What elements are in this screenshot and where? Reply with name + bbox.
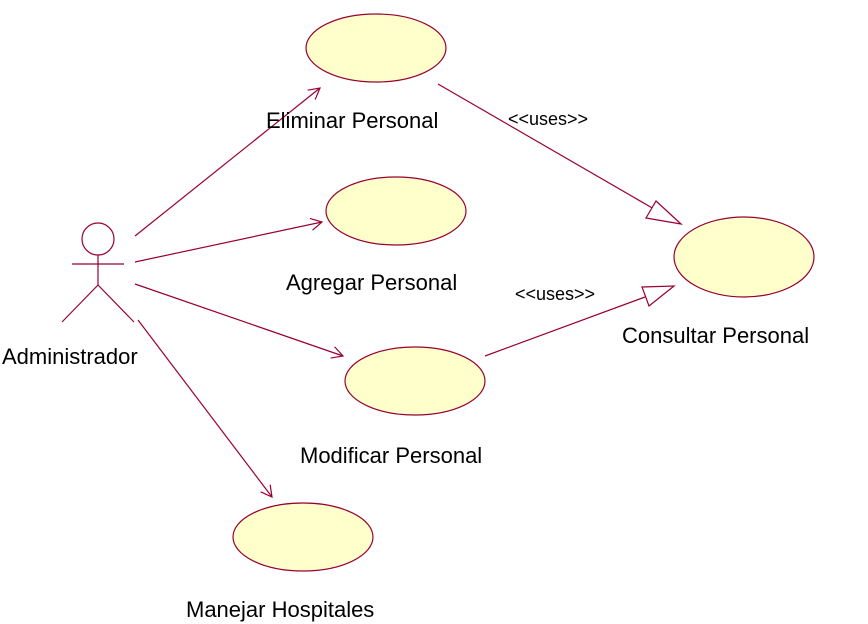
use-case-eliminar[interactable]: [305, 13, 447, 83]
actor-head: [81, 222, 115, 256]
assoc-hospitales[interactable]: [137, 319, 273, 498]
uses-modificar-consultar[interactable]: [484, 285, 676, 357]
use-case-modificar-label: Modificar Personal: [300, 443, 482, 468]
actor-label: Administrador: [2, 344, 138, 369]
actor-right-leg: [97, 284, 135, 323]
uses-arrowhead-top: [645, 200, 683, 225]
uses-label-bottom: <<uses>>: [515, 284, 595, 304]
use-case-agregar-label: Agregar Personal: [286, 270, 457, 295]
uses-arrowhead-bottom: [641, 285, 676, 307]
use-case-hospitales[interactable]: [232, 502, 374, 572]
actor-administrador[interactable]: [61, 222, 135, 323]
use-case-modificar[interactable]: [344, 346, 486, 416]
use-case-agregar[interactable]: [325, 176, 467, 246]
use-case-consultar[interactable]: [673, 216, 815, 298]
use-case-eliminar-label: Eliminar Personal: [266, 108, 438, 133]
uses-line-top: [437, 83, 655, 210]
use-case-hospitales-label: Manejar Hospitales: [186, 597, 374, 622]
actor-left-leg: [61, 284, 99, 323]
assoc-eliminar[interactable]: [134, 87, 321, 237]
uses-label-top: <<uses>>: [508, 109, 588, 129]
uses-line-bottom: [484, 296, 646, 357]
uses-eliminar-consultar[interactable]: [437, 83, 683, 225]
use-case-consultar-label: Consultar Personal: [622, 323, 809, 348]
assoc-agregar[interactable]: [134, 217, 324, 263]
assoc-modificar[interactable]: [134, 283, 345, 359]
